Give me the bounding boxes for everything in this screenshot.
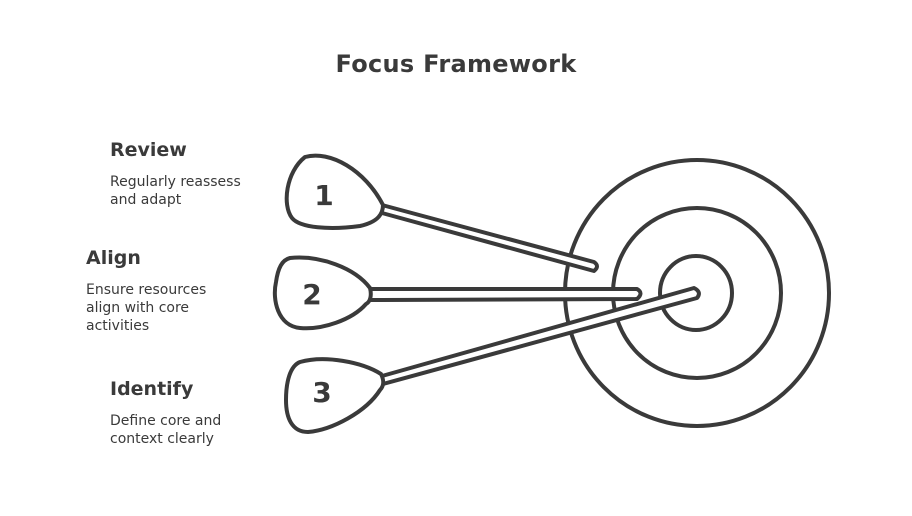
step-review-description: Regularly reassess and adapt bbox=[110, 174, 241, 208]
dart-2-number: 2 bbox=[302, 278, 321, 311]
diagram-title: Focus Framework bbox=[335, 50, 577, 78]
dart-2-head bbox=[272, 255, 373, 331]
dart-1-shaft bbox=[381, 203, 599, 273]
dart-3: 3 bbox=[284, 286, 701, 434]
step-align-description: Ensure resources align with core activit… bbox=[86, 282, 207, 334]
dart-1-number: 1 bbox=[314, 179, 333, 212]
dart-2-shaft bbox=[368, 287, 643, 302]
step-identify-heading: Identify bbox=[110, 378, 194, 400]
step-identify: Identify Define core and context clearly bbox=[110, 378, 260, 448]
dart-1-head bbox=[284, 153, 385, 230]
dart-1: 1 bbox=[284, 153, 599, 273]
dart-3-head bbox=[284, 357, 386, 434]
target-bullseye bbox=[658, 254, 734, 332]
step-align-heading: Align bbox=[86, 247, 141, 269]
dart-2: 2 bbox=[272, 255, 643, 331]
step-review: Review Regularly reassess and adapt bbox=[110, 139, 260, 209]
step-identify-description: Define core and context clearly bbox=[110, 413, 222, 447]
dart-3-shaft bbox=[381, 286, 701, 386]
step-align: Align Ensure resources align with core a… bbox=[86, 247, 236, 335]
dart-3-number: 3 bbox=[312, 376, 331, 409]
step-review-heading: Review bbox=[110, 139, 187, 161]
